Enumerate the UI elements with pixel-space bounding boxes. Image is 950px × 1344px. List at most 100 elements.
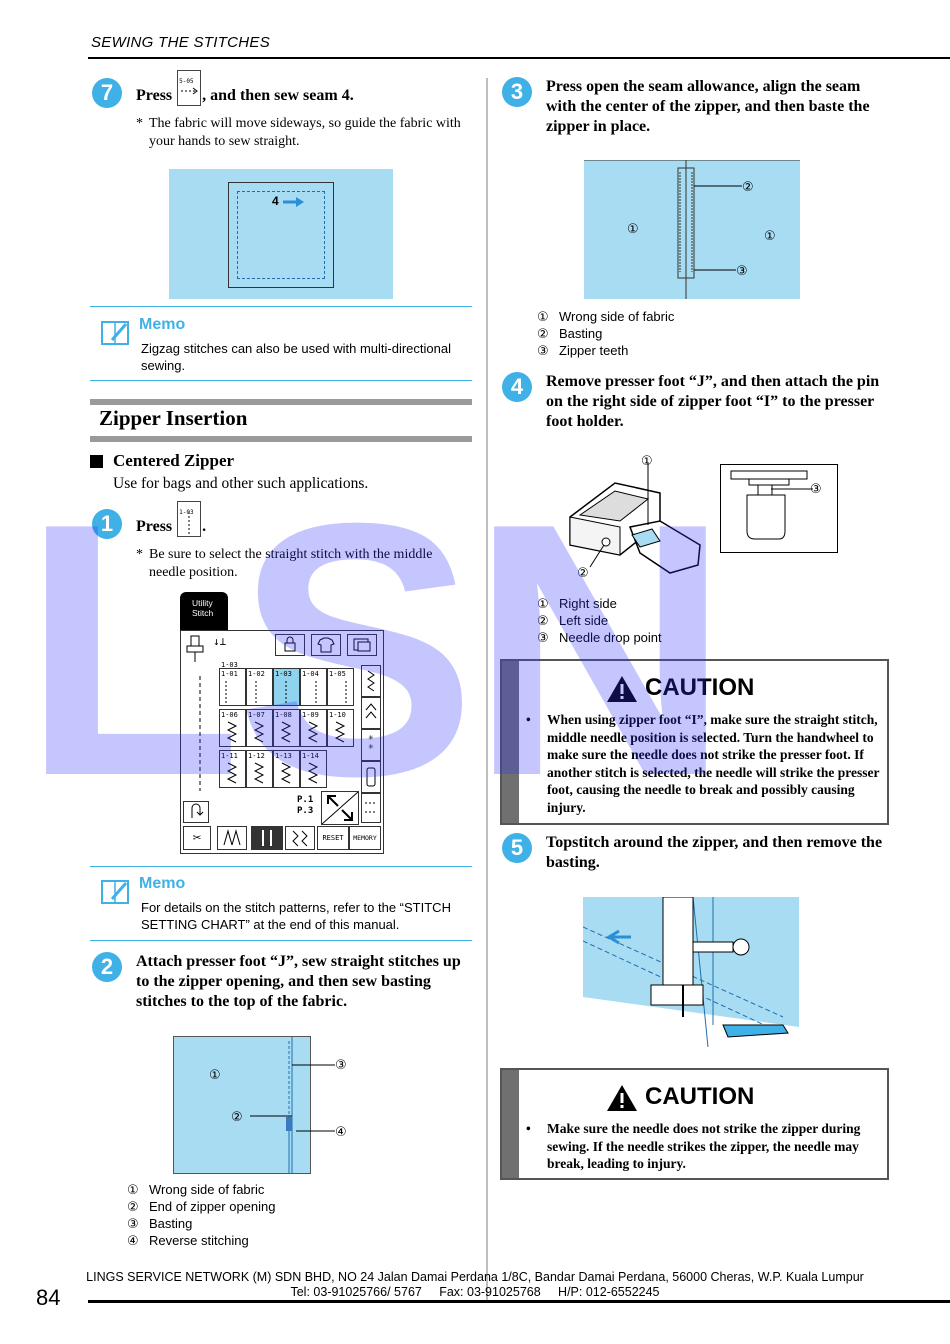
footer-line-1: LINGS SERVICE NETWORK (M) SDN BHD, NO 24… xyxy=(86,1270,864,1284)
lock-button[interactable] xyxy=(275,634,305,656)
caution-side-bar xyxy=(502,1070,519,1178)
pattern-number-label: 1-03 xyxy=(221,661,238,669)
stitch-key-label: 1-06 xyxy=(221,711,238,719)
stitch-key[interactable]: 1-11 xyxy=(219,750,246,788)
page-total: P.3 xyxy=(297,806,314,816)
stitch-key[interactable]: 1-07 xyxy=(246,709,273,747)
twin-needle-button[interactable] xyxy=(251,826,283,850)
arrow-right-icon xyxy=(283,197,304,207)
stitch-pattern-icon xyxy=(280,721,292,743)
step-5-instruction: Topstitch around the zipper, and then re… xyxy=(546,834,883,871)
step-1-suffix: . xyxy=(202,517,207,535)
reverse-button[interactable] xyxy=(183,801,209,823)
caution-bullet: • xyxy=(526,712,531,727)
stitch-key[interactable]: 1-10 xyxy=(327,709,354,747)
stitch-key-label: 1-09 xyxy=(302,711,319,719)
stitch-key-label: 1-12 xyxy=(248,752,265,760)
stitch-key-label: 1-14 xyxy=(302,752,319,760)
stitch-key[interactable]: 1-14 xyxy=(300,750,327,788)
callout-4: ④ xyxy=(335,1124,347,1139)
warning-icon xyxy=(607,1085,637,1111)
step-7-instruction: Press 5-05 , and then sew seam 4. xyxy=(136,70,476,106)
page-current: P.1 xyxy=(297,795,314,805)
shirt-icon-button[interactable] xyxy=(311,634,341,656)
callout-1: ① xyxy=(641,453,653,468)
zipper-baste-figure xyxy=(584,160,800,299)
step-7-prefix: Press xyxy=(136,86,173,104)
stitch-key-label: 1-03 xyxy=(275,670,292,678)
section-top-bar xyxy=(90,399,472,405)
stitch-key[interactable]: 1-12 xyxy=(246,750,273,788)
category-buttonhole-button[interactable] xyxy=(361,761,381,793)
figure-2-leader-lines xyxy=(250,1064,335,1132)
warning-icon xyxy=(607,676,637,702)
scissors-button[interactable]: ✂ xyxy=(183,826,211,850)
callout-2: ② xyxy=(231,1109,243,1124)
callout-2: ② xyxy=(577,565,589,580)
page-scroll-button[interactable] xyxy=(321,791,359,825)
utility-stitch-tab[interactable]: Utility Stitch xyxy=(180,592,228,632)
caution-side-bar xyxy=(502,661,519,823)
memo-icon xyxy=(101,321,129,345)
category-decorative-button[interactable]: ✳✳ xyxy=(361,729,381,761)
stitch-key[interactable]: 1-04 xyxy=(300,668,327,706)
header-title: SEWING THE STITCHES xyxy=(91,34,271,51)
section-bottom-bar xyxy=(90,436,472,442)
stitch-key-label: 1-05 xyxy=(329,670,346,678)
category-zigzag-button[interactable] xyxy=(361,665,381,697)
key-label: 1-03 xyxy=(179,509,194,516)
stitch-key[interactable]: 1-08 xyxy=(273,709,300,747)
square-bullet-icon xyxy=(90,455,103,468)
needle-position-icon: ↓⊥ xyxy=(213,635,227,648)
stitch-key[interactable]: 1-03 xyxy=(273,668,300,706)
stitch-pattern-icon xyxy=(307,762,319,784)
pattern-elongation-button[interactable] xyxy=(285,826,315,850)
settings-screen-button[interactable] xyxy=(347,634,377,656)
stitch-key[interactable]: 1-09 xyxy=(300,709,327,747)
memory-button[interactable]: MEMORY xyxy=(349,826,381,850)
seam-figure: 4 xyxy=(169,169,393,299)
stitch-pattern-icon xyxy=(307,721,319,743)
presser-foot-icon xyxy=(183,634,209,664)
step-1-note: Be sure to select the straight stitch wi… xyxy=(149,547,433,580)
mirror-button[interactable] xyxy=(217,826,247,850)
callout-1: ① xyxy=(209,1067,221,1082)
zipper-foot-figure xyxy=(569,463,701,574)
memo-icon xyxy=(101,880,129,904)
seam-guide xyxy=(237,191,325,279)
stitch-key[interactable]: 1-05 xyxy=(327,668,354,706)
step-1-number: 1 xyxy=(92,509,122,539)
memo-2-text: For details on the stitch patterns, refe… xyxy=(141,900,451,932)
stitch-key[interactable]: 1-02 xyxy=(246,668,273,706)
stitch-key-label: 1-01 xyxy=(221,670,238,678)
category-chevron-button[interactable] xyxy=(361,697,381,729)
caution-box-1: CAUTION • When using zipper foot “I”, ma… xyxy=(500,659,889,825)
callout-3: ③ xyxy=(335,1057,347,1072)
seam-label: 4 xyxy=(272,194,279,208)
stitch-key[interactable]: 1-13 xyxy=(273,750,300,788)
stitch-pattern-icon xyxy=(280,762,292,784)
memo-bottom-line xyxy=(90,380,472,381)
caution-2-text: Make sure the needle does not strike the… xyxy=(547,1121,861,1171)
caution-1-text: When using zipper foot “I”, make sure th… xyxy=(547,712,880,815)
category-direction-button[interactable] xyxy=(361,793,381,823)
reset-button[interactable]: RESET xyxy=(317,826,349,850)
topstitch-figure xyxy=(583,897,799,1047)
stitch-key[interactable]: 1-01 xyxy=(219,668,246,706)
stitch-key-label: 1-08 xyxy=(275,711,292,719)
memo-2-title: Memo xyxy=(139,875,186,892)
stitch-key[interactable]: 1-06 xyxy=(219,709,246,747)
zipper-opening-figure xyxy=(173,1036,311,1174)
stitch-pattern-icon xyxy=(253,721,265,743)
step-2-number: 2 xyxy=(92,952,122,982)
caution-bullet: • xyxy=(526,1121,531,1136)
